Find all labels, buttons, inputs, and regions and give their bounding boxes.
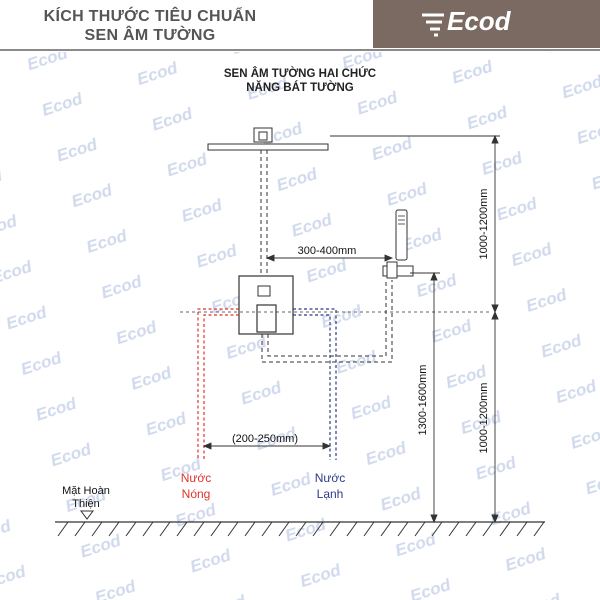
floor-label-line2: Thiện [72, 498, 100, 510]
hatch-mark [516, 521, 528, 537]
hatch-mark [295, 521, 307, 537]
diagram-title-line2: NĂNG BÁT TƯỜNG [246, 81, 354, 94]
hatch-mark [482, 521, 494, 537]
hatch-mark [210, 521, 222, 537]
hatch-mark [397, 521, 409, 537]
hatch-mark [227, 521, 239, 537]
hatch-mark [329, 521, 341, 537]
header-divider [0, 49, 600, 51]
hand-shower-icon [382, 209, 414, 279]
hatch-mark [499, 521, 511, 537]
hatch-mark [108, 521, 120, 537]
mixer-valve-icon [238, 275, 294, 335]
page-title-line1: KÍCH THƯỚC TIÊU CHUẨN [43, 8, 257, 25]
hot-water-pipe [197, 308, 239, 460]
hatch-mark [142, 521, 154, 537]
hatch-mark [533, 521, 545, 537]
overhead-shower-icon [207, 127, 329, 151]
hatch-mark [193, 521, 205, 537]
hatch-mark [346, 521, 358, 537]
dim-200-250 [202, 442, 332, 450]
dim-vertical-mid [410, 271, 440, 524]
cold-water-label-line2: Lạnh [317, 487, 344, 501]
ecod-logo-icon [422, 13, 444, 37]
hatch-mark [125, 521, 137, 537]
floor-hatch [57, 521, 545, 537]
hatch-mark [380, 521, 392, 537]
hatch-mark [91, 521, 103, 537]
hatch-mark [159, 521, 171, 537]
dim-label-300-400: 300-400mm [298, 245, 357, 257]
hatch-mark [244, 521, 256, 537]
riser-pipe [260, 150, 268, 276]
hot-water-label-line2: Nóng [182, 487, 211, 501]
page-title-line2: SEN ÂM TƯỜNG [84, 27, 216, 44]
hatch-mark [363, 521, 375, 537]
dim-300-400 [265, 254, 394, 262]
logo-banner [373, 0, 600, 48]
hatch-mark [448, 521, 460, 537]
dim-vertical-right [330, 134, 500, 524]
hatch-mark [57, 521, 69, 537]
dim-label-200-250: (200-250mm) [232, 433, 298, 445]
dim-label-1000-1200-top: 1000-1200mm [478, 189, 490, 260]
hot-water-label-line1: Nước [181, 471, 212, 485]
hatch-mark [74, 521, 86, 537]
hand-shower-pipe [261, 280, 393, 363]
header: KÍCH THƯỚC TIÊU CHUẨN SEN ÂM TƯỜNG Ecod [0, 0, 600, 51]
hatch-mark [414, 521, 426, 537]
hatch-mark [465, 521, 477, 537]
cold-water-pipe [293, 308, 337, 460]
dim-label-1000-1200-bottom: 1000-1200mm [478, 383, 490, 454]
floor-triangle-icon [80, 510, 94, 520]
hatch-mark [176, 521, 188, 537]
floor-label-line1: Mặt Hoàn [62, 485, 110, 497]
dim-label-1300-1600: 1300-1600mm [417, 365, 429, 436]
diagram-title-line1: SEN ÂM TƯỜNG HAI CHỨC [224, 67, 376, 80]
cold-water-label-line1: Nước [315, 471, 346, 485]
watermark [0, 52, 600, 600]
hatch-mark [261, 521, 273, 537]
hatch-mark [431, 521, 443, 537]
hatch-mark [278, 521, 290, 537]
hatch-mark [312, 521, 324, 537]
logo-text: Ecod [447, 6, 511, 36]
